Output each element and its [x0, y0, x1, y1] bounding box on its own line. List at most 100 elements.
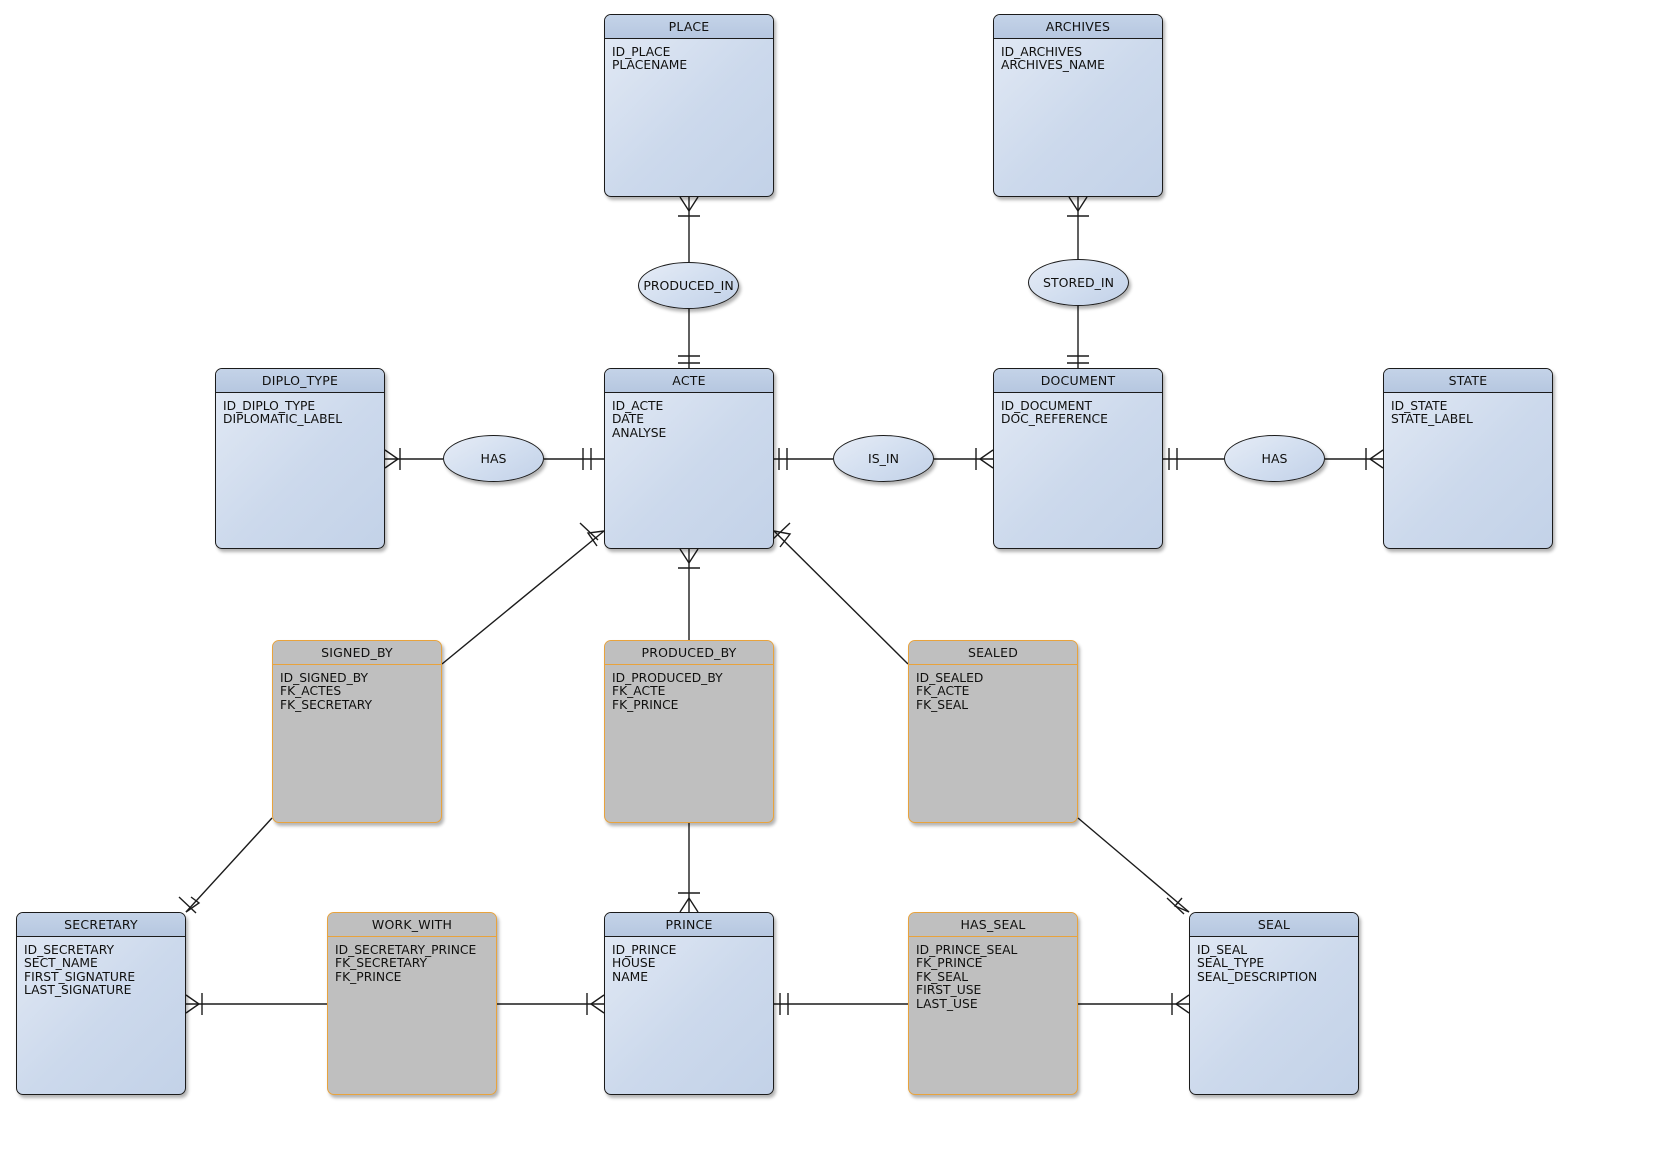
- attribute-row: SECT_NAME: [24, 956, 98, 971]
- entity-title-produced_by: PRODUCED_BY: [605, 641, 773, 665]
- entity-title-prince: PRINCE: [605, 913, 773, 937]
- crowsfoot-secretary-topright: [185, 896, 201, 913]
- entity-title-state: STATE: [1384, 369, 1552, 393]
- attribute-row: SEAL_TYPE: [1197, 956, 1265, 971]
- relationship-has_diplo[interactable]: HAS: [443, 435, 544, 482]
- crowsfoot-acte-bottomright: [773, 530, 792, 548]
- entity-title-seal: SEAL: [1190, 913, 1358, 937]
- attribute-row: DATE: [612, 412, 644, 427]
- crowsfoot-seal-left: [1174, 994, 1190, 1014]
- entity-title-document: DOCUMENT: [994, 369, 1162, 393]
- relationship-is_in[interactable]: IS_IN: [833, 435, 934, 482]
- attribute-row: ID_DIPLO_TYPE: [223, 399, 316, 413]
- attribute-row: FK_PRINCE: [916, 956, 983, 971]
- attribute-row: FK_ACTE: [612, 684, 666, 699]
- attribute-row: FK_SECRETARY: [335, 956, 427, 971]
- attribute-row: LAST_SIGNATURE: [24, 983, 132, 998]
- edge-sealed-seal: [1077, 817, 1190, 913]
- attribute-row: HOUSE: [612, 956, 656, 971]
- entity-title-secretary: SECRETARY: [17, 913, 185, 937]
- crowsfoot-acte-bottomleft: [586, 530, 605, 547]
- entity-title-diplo_type: DIPLO_TYPE: [216, 369, 384, 393]
- attribute-row: FK_SEAL: [916, 697, 969, 712]
- crowsfoot-prince-left: [589, 994, 605, 1014]
- relationship-has_state[interactable]: HAS: [1224, 435, 1325, 482]
- attribute-row: FK_ACTE: [916, 684, 970, 699]
- attribute-row: ID_PRODUCED_BY: [612, 671, 723, 685]
- attribute-row: FIRST_SIGNATURE: [24, 969, 136, 984]
- attribute-row: FK_ACTES: [280, 684, 342, 699]
- attribute-row: NAME: [612, 969, 648, 984]
- relationship-label: STORED_IN: [1043, 275, 1114, 290]
- tick-acte-bottomleft: [579, 522, 599, 541]
- attribute-row: STATE_LABEL: [1391, 412, 1473, 427]
- entity-title-archives: ARCHIVES: [994, 15, 1162, 39]
- attribute-row: ID_PLACE: [612, 45, 671, 59]
- attribute-row: FK_PRINCE: [612, 697, 679, 712]
- attribute-row: ID_SEALED: [916, 671, 984, 685]
- attribute-row: DOC_REFERENCE: [1001, 412, 1108, 427]
- entity-title-signed_by: SIGNED_BY: [273, 641, 441, 665]
- attribute-row: ID_SIGNED_BY: [280, 671, 369, 685]
- relationship-label: HAS: [480, 451, 507, 466]
- edge-signed_by-secretary: [185, 817, 273, 913]
- attribute-row: LAST_USE: [916, 996, 978, 1011]
- entity-title-place: PLACE: [605, 15, 773, 39]
- relationship-label: HAS: [1261, 451, 1288, 466]
- crowsfoot-place: [679, 196, 699, 213]
- crowsfoot-state: [1368, 449, 1384, 469]
- relationship-stored_in[interactable]: STORED_IN: [1028, 259, 1129, 306]
- tick-secretary-topright: [178, 896, 197, 914]
- attribute-row: FK_SEAL: [916, 969, 969, 984]
- attribute-row: FK_PRINCE: [335, 969, 402, 984]
- attribute-row: ANALYSE: [612, 425, 667, 440]
- crowsfoot-document-left: [978, 449, 994, 469]
- attribute-row: SEAL_DESCRIPTION: [1197, 969, 1318, 984]
- attribute-row: ID_DOCUMENT: [1001, 399, 1093, 413]
- edge-acte-sealed: [773, 530, 909, 665]
- relationship-produced_in[interactable]: PRODUCED_IN: [638, 262, 739, 309]
- attribute-row: ID_STATE: [1391, 399, 1448, 413]
- entity-title-has_seal: HAS_SEAL: [909, 913, 1077, 937]
- crowsfoot-secretary-right: [185, 994, 201, 1014]
- relationship-label: IS_IN: [868, 451, 899, 466]
- attribute-row: ID_PRINCE_SEAL: [916, 943, 1018, 957]
- attribute-row: ID_SECRETARY_PRINCE: [335, 943, 477, 957]
- tick-acte-bottomright: [771, 522, 791, 541]
- relationship-label: PRODUCED_IN: [643, 278, 734, 293]
- crowsfoot-diplo_type: [384, 449, 400, 469]
- crowsfoot-acte-bottom: [679, 548, 699, 565]
- entity-title-acte: ACTE: [605, 369, 773, 393]
- attribute-row: PLACENAME: [612, 58, 688, 73]
- edge-acte-signed_by: [441, 530, 605, 665]
- attribute-row: DIPLOMATIC_LABEL: [223, 412, 343, 427]
- entity-title-sealed: SEALED: [909, 641, 1077, 665]
- attribute-row: FK_SECRETARY: [280, 697, 372, 712]
